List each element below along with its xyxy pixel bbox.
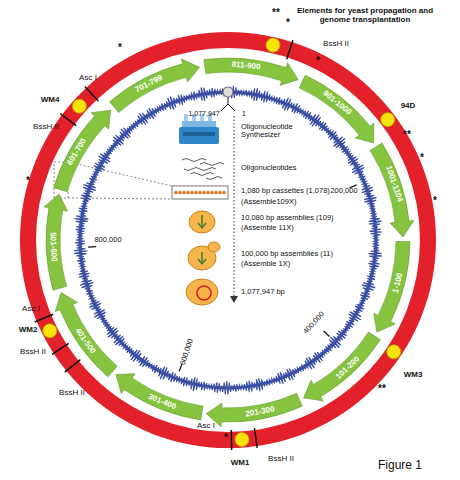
arrow-shape <box>299 75 374 143</box>
cassette-arrow: 301-400 <box>107 364 205 426</box>
step-label: Oligonucleotides <box>241 164 296 172</box>
coordinate-label: 1,077,947 <box>188 110 219 118</box>
arrow-outline <box>202 52 304 92</box>
cassette-arrow: 701-799 <box>105 54 202 118</box>
site-label: BssH II <box>33 123 59 132</box>
step-label: Oligonucleotide Synthesizer <box>241 123 313 140</box>
site-label: Asc I <box>197 422 215 431</box>
asterisk-mark: * <box>433 195 437 206</box>
arrow-shape <box>54 110 111 192</box>
cassette-arrow: 201-300 <box>204 387 306 428</box>
coordinate-label: 600,000 <box>179 338 195 366</box>
coordinate-label: 1 <box>242 110 246 118</box>
asterisk-mark: * <box>420 152 424 163</box>
asterisk-mark: ** <box>403 129 411 140</box>
coordinate-label: 400,000 <box>302 310 326 336</box>
asterisk-mark: * <box>224 432 228 443</box>
watermark-label: WM3 <box>404 371 423 380</box>
step-label: 100,000 bp assemblies (11) <box>241 250 333 258</box>
arrow-shape <box>44 194 68 290</box>
watermark-circles <box>40 37 403 447</box>
asterisk-mark: * <box>26 175 30 186</box>
cassette-arrow: 901-1000 <box>296 69 385 151</box>
step-label: 10,080 bp assemblies (109) <box>241 214 334 222</box>
asterisk-mark: * <box>286 17 290 28</box>
cassette-beads <box>174 191 225 194</box>
asterisk-mark: * <box>316 55 320 66</box>
scale-ticks <box>88 185 356 371</box>
watermark-label: 94D <box>401 102 416 111</box>
site-label: Asc I <box>22 305 40 314</box>
arrow-shape <box>370 143 414 237</box>
cassette-arrow: 1001-1104 <box>364 139 416 238</box>
asterisk-mark: * <box>118 42 122 53</box>
site-ticks <box>35 40 293 450</box>
coordinate-label: 200,000 <box>330 187 357 195</box>
arrow-outline <box>365 240 416 339</box>
step-label: (Assemble 1X) <box>241 260 290 268</box>
coordinate-label: 800,000 <box>94 236 121 244</box>
watermark-label: WM4 <box>41 96 60 105</box>
watermark-label: WM1 <box>231 459 250 468</box>
arrow-outline <box>364 139 416 238</box>
step-label: 1,080 bp cassettes (1,078) <box>241 187 330 195</box>
step-label: (Assemble 11X) <box>241 224 294 232</box>
cassette-arrow: 401-500 <box>48 288 122 382</box>
figure-caption: Figure 1 <box>378 459 422 472</box>
arrow-shape <box>374 241 410 331</box>
watermark-label: WM2 <box>19 326 38 335</box>
sequence-ring <box>80 92 376 388</box>
cassette-arrow: 811-900 <box>202 52 304 92</box>
range-label: 501-600 <box>49 232 58 262</box>
site-label: BssH II <box>20 348 46 357</box>
site-label: BssH II <box>323 40 349 49</box>
synthesizer-icon <box>179 114 219 144</box>
sequence-wave <box>74 86 382 395</box>
cassette-box <box>172 186 228 199</box>
arrow-shape <box>55 293 117 377</box>
oligo-squiggles <box>182 159 224 180</box>
note-text: Elements for yeast propagation and genom… <box>290 7 440 25</box>
cassette-arrow: 501-600 <box>40 190 73 293</box>
site-label: Asc I <box>79 74 97 83</box>
arrow-shape <box>116 374 203 420</box>
step-label: 1,077,947 bp <box>241 288 285 296</box>
site-label: BssH II <box>59 389 85 398</box>
step-label: (Assemble109X) <box>241 198 296 206</box>
cassette-arrow: 601-700 <box>47 100 120 195</box>
arrow-shape <box>110 59 200 113</box>
cassette-arrow: 1-100 <box>365 240 416 339</box>
origin-symbol <box>221 87 235 111</box>
yeast-cells <box>186 211 220 305</box>
cassette-arrow: 101-200 <box>297 328 386 410</box>
arrow-shape <box>204 58 298 86</box>
asterisk-mark: ** <box>378 383 386 394</box>
genome-ring <box>28 40 428 440</box>
arrow-outline <box>204 387 306 428</box>
arrow-shape <box>304 332 381 401</box>
asterisk-mark: ** <box>272 7 280 18</box>
site-label: BssH II <box>268 455 294 464</box>
arrow-shape <box>206 393 302 427</box>
process-arrow <box>230 116 238 303</box>
